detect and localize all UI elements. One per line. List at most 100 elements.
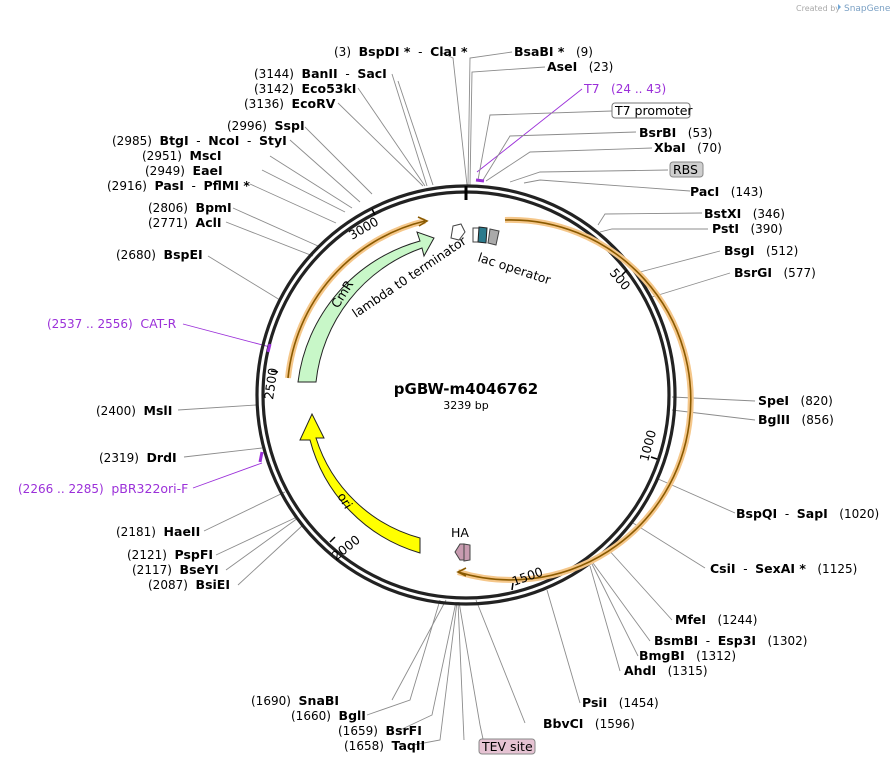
restriction-site-label[interactable]: (3144) BanII - SacI: [254, 66, 387, 81]
primer-label[interactable]: (2266 .. 2285) pBR322ori-F: [18, 481, 188, 496]
restriction-site-label[interactable]: (1660) BglI: [291, 708, 366, 723]
restriction-site-label[interactable]: (1658) TaqII: [344, 738, 425, 753]
restriction-site-label[interactable]: PsiI (1454): [582, 695, 659, 710]
site-gap: [172, 563, 180, 577]
rbs-box[interactable]: [669, 161, 704, 178]
enzyme-name: BsaBI *: [514, 44, 565, 59]
site-position: (3): [334, 45, 351, 59]
ha-tag-feature[interactable]: [454, 543, 465, 561]
enzyme-name: BsrGI: [734, 265, 772, 280]
restriction-site-label[interactable]: BsaBI * (9): [514, 44, 593, 59]
restriction-site-label[interactable]: (3142) Eco53kI: [254, 81, 356, 96]
lac-operator-feature[interactable]: [477, 226, 488, 244]
lac-operator-label: lac operator: [476, 250, 553, 288]
restriction-site-label[interactable]: PstI (390): [712, 221, 783, 236]
restriction-site-label[interactable]: BmgBI (1312): [639, 648, 736, 663]
site-position: (1312): [696, 649, 736, 663]
site-gap: [188, 578, 196, 592]
restriction-site-label[interactable]: XbaI (70): [654, 140, 722, 155]
site-gap: [789, 394, 800, 408]
restriction-site-label[interactable]: (1659) BsrFI: [338, 723, 422, 738]
restriction-site-label[interactable]: BsrBI (53): [639, 125, 712, 140]
restriction-site-label[interactable]: (2771) AclI: [148, 215, 222, 230]
enzyme-name: StyI: [259, 133, 287, 148]
restriction-site-label[interactable]: BsrGI (577): [734, 265, 816, 280]
site-gap: [828, 507, 839, 521]
tick-mark-2000: [329, 536, 336, 543]
site-gap: [267, 119, 275, 133]
site-position: (1659): [338, 724, 378, 738]
site-position: (70): [697, 141, 722, 155]
restriction-site-label[interactable]: (2181) HaeII: [116, 524, 200, 539]
t7-promoter-box[interactable]: [611, 102, 691, 119]
enzyme-name: SexAI *: [755, 561, 806, 576]
restriction-site-label[interactable]: PacI (143): [690, 184, 763, 199]
lambda-terminator-feature[interactable]: [450, 223, 466, 241]
restriction-site-label[interactable]: (2319) DrdI: [99, 450, 177, 465]
restriction-site-label[interactable]: (3136) EcoRV: [244, 96, 336, 111]
site-gap: [156, 248, 164, 262]
site-position: (2319): [99, 451, 139, 465]
site-separator: -: [338, 67, 358, 81]
orf-small-arrowhead: [417, 216, 429, 227]
site-gap: [741, 207, 752, 221]
restriction-site-label[interactable]: BsgI (512): [724, 243, 798, 258]
site-gap: [133, 317, 141, 331]
plasmid-name: pGBW-m4046762: [394, 380, 538, 398]
enzyme-name: BstXI: [704, 206, 741, 221]
restriction-site-label[interactable]: SpeI (820): [758, 393, 833, 408]
enzyme-name: SacI: [357, 66, 387, 81]
site-gap: [156, 525, 164, 539]
restriction-site-label[interactable]: MfeI (1244): [675, 612, 757, 627]
restriction-site-label[interactable]: BspQI - SapI (1020): [736, 506, 879, 521]
tick-mark-3000: [371, 208, 376, 216]
tev-site-box[interactable]: [478, 738, 536, 755]
restriction-site-label[interactable]: (2121) PspFI: [127, 547, 213, 562]
enzyme-name: Esp3I: [718, 633, 756, 648]
t7-promoter-feature[interactable]: [487, 228, 500, 246]
restriction-site-label[interactable]: (2806) BpmI: [148, 200, 232, 215]
enzyme-name: BseYI: [180, 562, 219, 577]
restriction-site-label[interactable]: (2949) EaeI: [145, 163, 223, 178]
restriction-site-label[interactable]: AhdI (1315): [624, 663, 708, 678]
restriction-site-label[interactable]: BsmBI - Esp3I (1302): [654, 633, 807, 648]
site-gap: [685, 649, 696, 663]
restriction-site-label[interactable]: (2680) BspEI: [116, 247, 203, 262]
primer-label[interactable]: (2537 .. 2556) CAT-R: [47, 316, 177, 331]
restriction-site-label[interactable]: (2117) BseYI: [132, 562, 219, 577]
restriction-site-label[interactable]: (2996) SspI: [227, 118, 305, 133]
site-position: (143): [731, 185, 763, 199]
site-separator: -: [736, 562, 756, 576]
enzyme-name: AhdI: [624, 663, 656, 678]
restriction-site-label[interactable]: (2951) MscI: [142, 148, 222, 163]
site-gap: [139, 451, 147, 465]
enzyme-name: T7: [583, 81, 600, 96]
site-gap: [583, 717, 594, 731]
ori-feature-arrow[interactable]: [299, 412, 421, 554]
site-position: (23): [589, 60, 614, 74]
cat-r-primer-mark: [266, 343, 272, 353]
restriction-site-label[interactable]: (3) BspDI * - ClaI *: [334, 44, 468, 59]
site-position: (2771): [148, 216, 188, 230]
primer-label[interactable]: T7 (24 .. 43): [583, 81, 666, 96]
enzyme-name: BglII: [758, 412, 790, 427]
site-position: (2181): [116, 525, 156, 539]
restriction-site-label[interactable]: BglII (856): [758, 412, 834, 427]
cmr-feature-arrow[interactable]: [297, 231, 435, 383]
restriction-site-label[interactable]: BbvCI (1596): [543, 716, 635, 731]
restriction-site-label[interactable]: (2400) MslI: [96, 403, 172, 418]
restriction-site-label[interactable]: (2916) PasI - PflMI *: [107, 178, 250, 193]
restriction-site-label[interactable]: BstXI (346): [704, 206, 785, 221]
tev-site-feature[interactable]: [463, 543, 471, 562]
site-gap: [756, 634, 767, 648]
restriction-site-label[interactable]: AseI (23): [547, 59, 613, 74]
site-connector-lines: [177, 51, 756, 746]
tick-label-2500: 2500: [261, 367, 280, 401]
enzyme-name: BspQI: [736, 506, 777, 521]
restriction-site-label[interactable]: (1690) SnaBI: [251, 693, 339, 708]
restriction-site-label[interactable]: CsiI - SexAI * (1125): [710, 561, 857, 576]
restriction-site-label[interactable]: (2087) BsiEI: [148, 577, 230, 592]
site-position: (1315): [668, 664, 708, 678]
restriction-site-label[interactable]: (2985) BtgI - NcoI - StyI: [112, 133, 287, 148]
site-position: (2985): [112, 134, 152, 148]
